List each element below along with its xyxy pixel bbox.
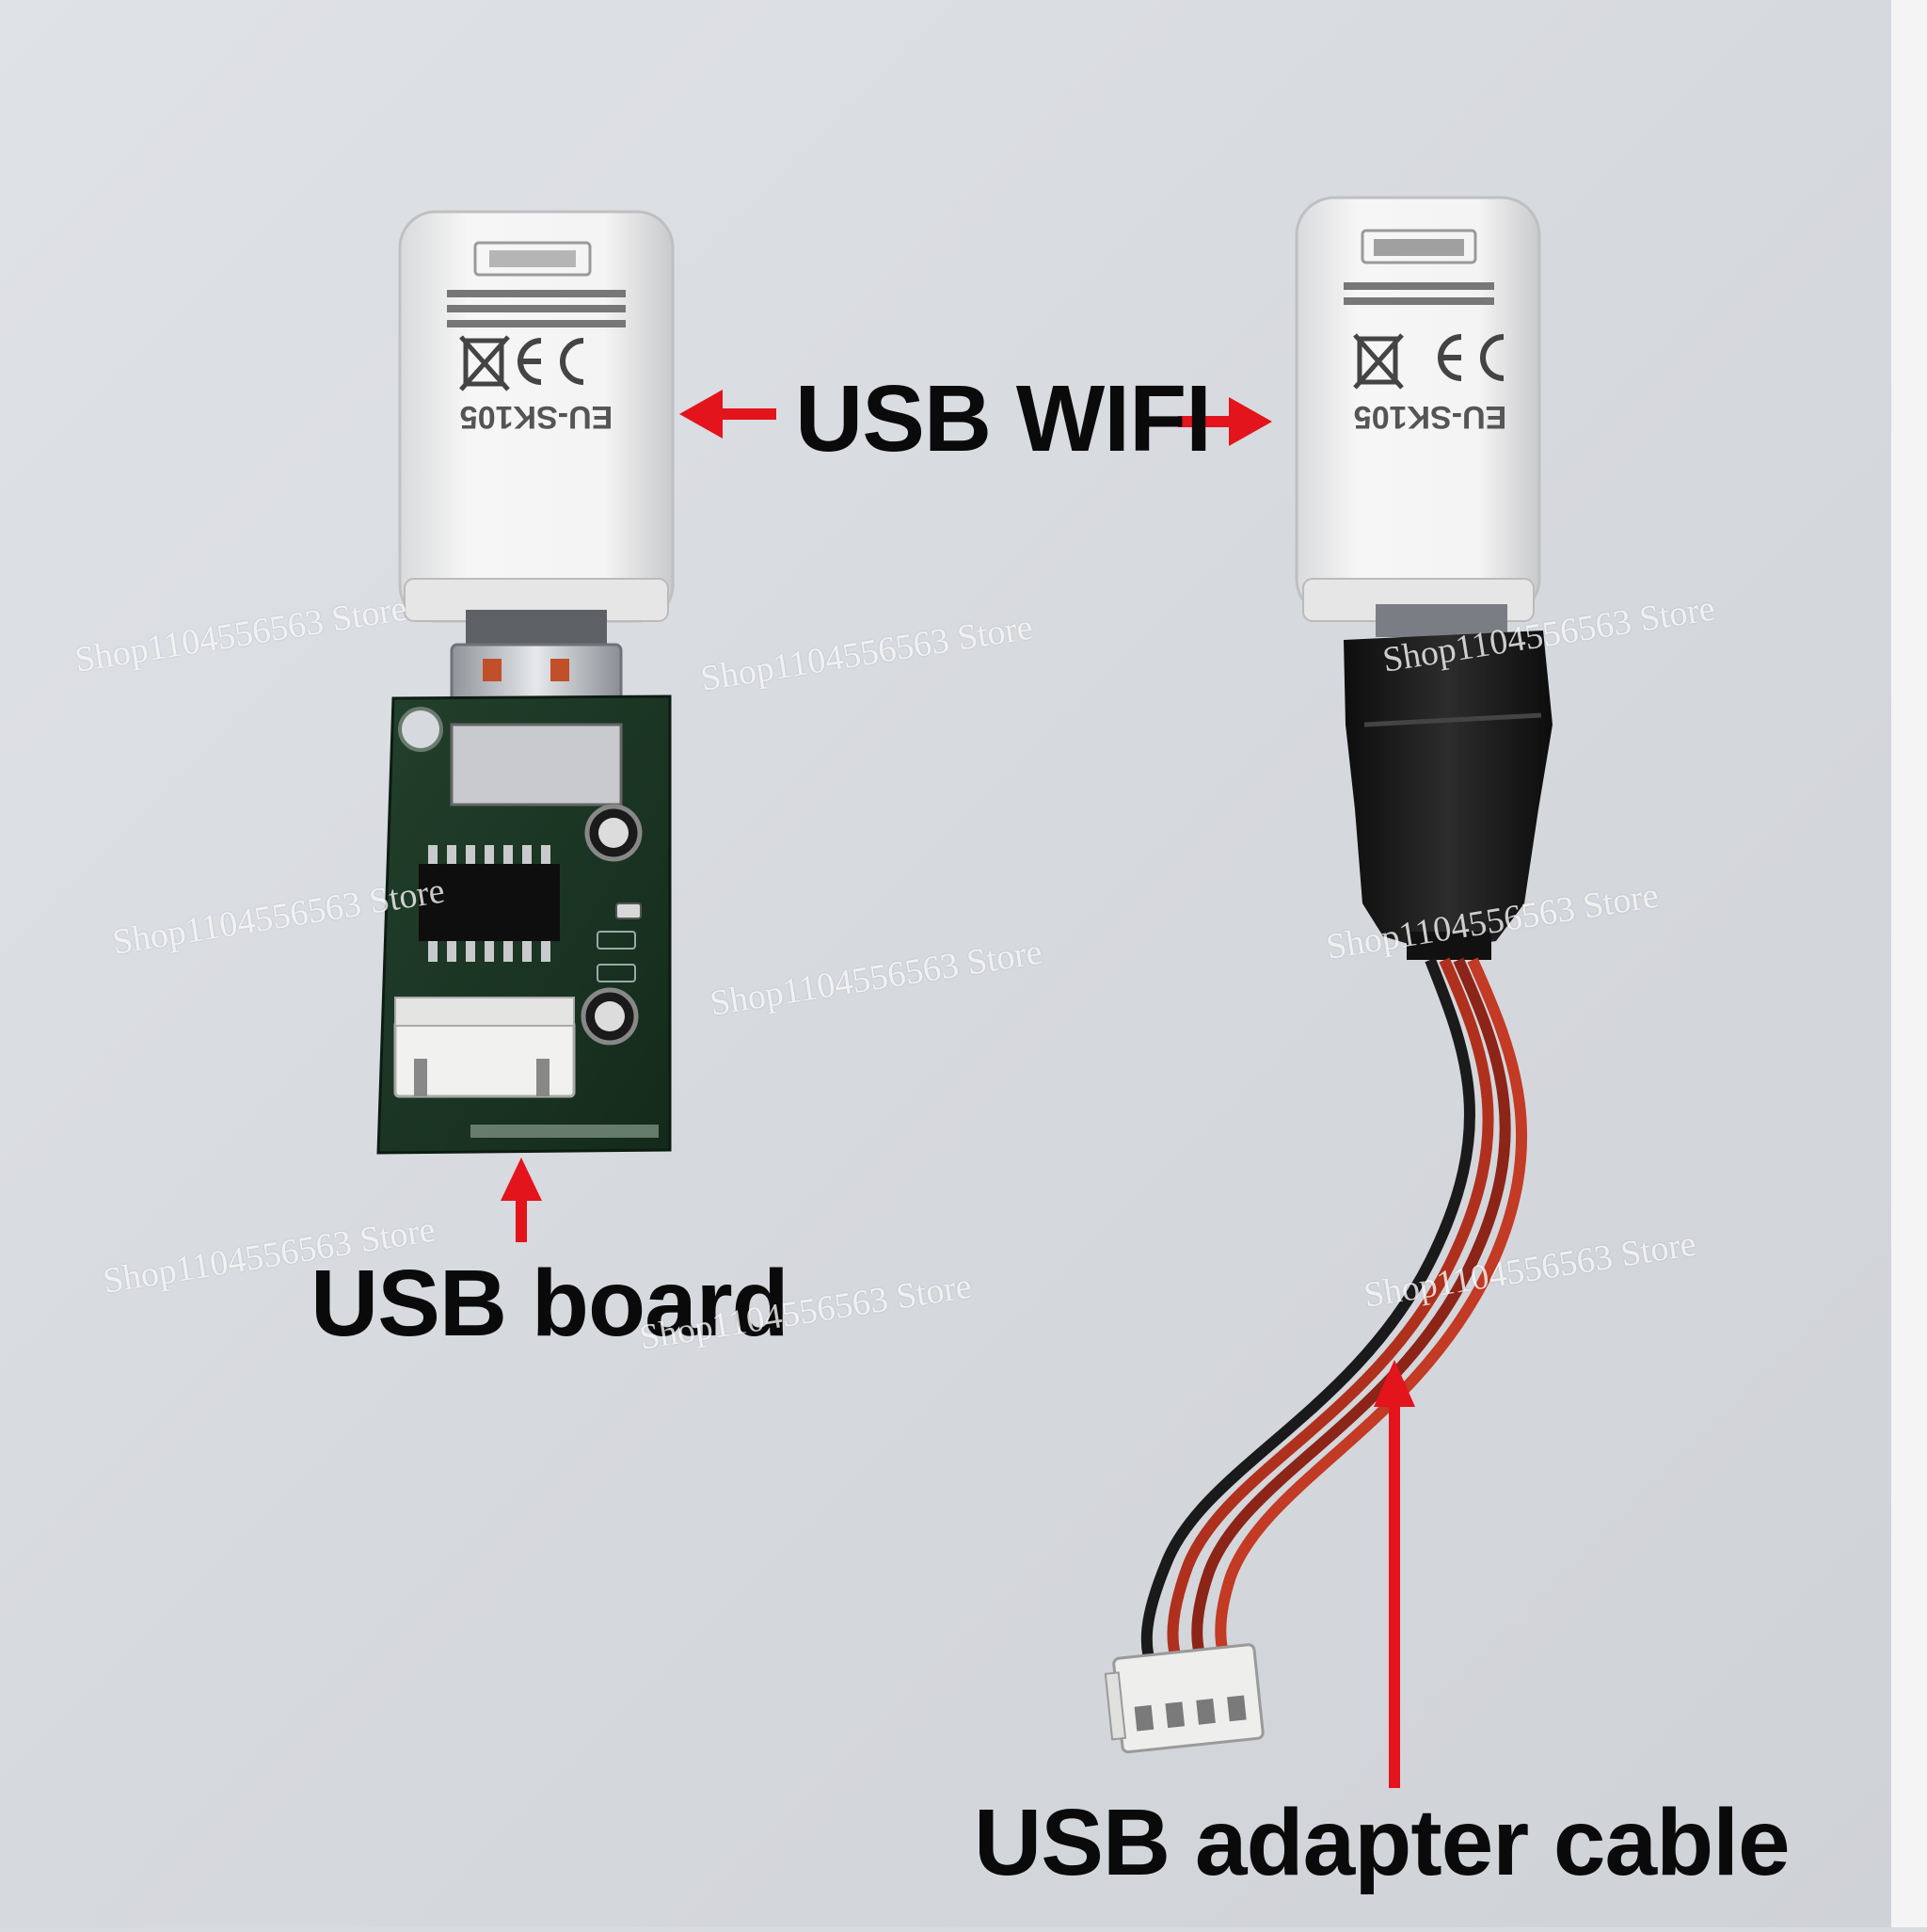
right-usb-wifi-dongle: EU-SK105 xyxy=(1295,196,1541,622)
right-dongle-model-text: EU-SK105 xyxy=(1354,399,1507,435)
usb-board-pcb xyxy=(376,695,672,1155)
left-dongle-model-text: EU-SK105 xyxy=(460,399,613,435)
usb-board-label: USB board xyxy=(311,1251,789,1356)
usb-wifi-label: USB WIFI xyxy=(795,366,1212,471)
right-edge-strip xyxy=(1891,0,1927,1927)
usb-adapter-cable-label: USB adapter cable xyxy=(974,1790,1791,1895)
usb-adapter-cable xyxy=(1104,604,1553,1754)
left-usb-wifi-dongle: EU-SK105 xyxy=(398,210,675,623)
annotation-arrows xyxy=(501,390,1415,1788)
